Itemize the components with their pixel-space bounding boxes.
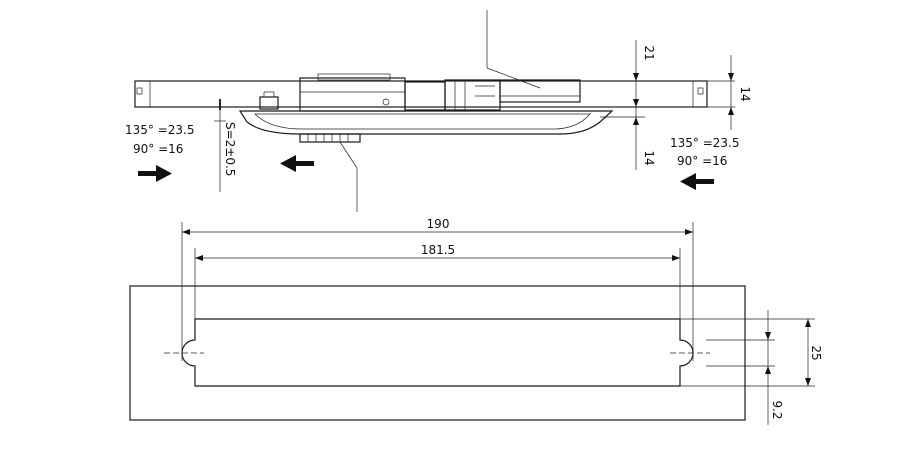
arrow-14b — [633, 117, 639, 125]
leader-top-diag — [486, 67, 541, 89]
arrow-190-r — [685, 229, 693, 235]
arrow-181-r — [672, 255, 680, 261]
arrow-14a-top — [728, 73, 734, 81]
cover-plate — [238, 110, 614, 135]
inner-slot — [181, 318, 694, 387]
arrow-9-t — [765, 332, 771, 340]
arrow-9-b — [765, 366, 771, 374]
dim-190: 190 — [427, 217, 450, 231]
angle-right-135: 135° =23.5 — [670, 136, 740, 150]
mechanism-block — [444, 79, 501, 111]
right-housing — [499, 79, 581, 103]
arrow-181-l — [195, 255, 203, 261]
arrow-190-l — [182, 229, 190, 235]
arrow-25-t — [805, 319, 811, 327]
arrow-left-icon-right — [680, 173, 714, 190]
main-rail — [134, 80, 708, 108]
dim-21: 21 — [642, 45, 656, 60]
dim-14-lower: 14 — [642, 150, 656, 165]
rail-slot-left — [136, 87, 143, 95]
housing-mid — [404, 81, 446, 111]
arrow-21 — [633, 73, 639, 81]
knob — [259, 96, 279, 110]
dim-181: 181.5 — [421, 243, 455, 257]
arrow-14a-bot — [728, 107, 734, 115]
cover-inner — [254, 113, 591, 130]
rail-slot-right — [697, 87, 704, 95]
plan-view: 190 181.5 25 9.2 — [129, 217, 823, 425]
leader-bottom-diag — [339, 141, 358, 169]
dim-14-right: 14 — [738, 86, 752, 101]
lower-tab — [299, 133, 361, 143]
arrow-left-icon — [280, 155, 314, 172]
outer-plate — [129, 285, 746, 421]
angle-left-135: 135° =23.5 — [125, 123, 195, 137]
arrow-21b — [633, 99, 639, 107]
arrow-25-b — [805, 378, 811, 386]
side-elevation: 14 21 14 S=2±0.5 135° =23.5 90° =16 135°… — [125, 10, 752, 212]
dim-9-2: 9.2 — [770, 400, 784, 419]
housing-left — [299, 77, 406, 112]
dim-25: 25 — [809, 345, 823, 360]
housing-top — [317, 73, 391, 81]
arrow-right-icon — [138, 165, 172, 182]
angle-right-90: 90° =16 — [677, 154, 727, 168]
s-dimension: S=2±0.5 — [223, 122, 237, 176]
angle-left-90: 90° =16 — [133, 142, 183, 156]
housing-screw — [382, 98, 390, 106]
